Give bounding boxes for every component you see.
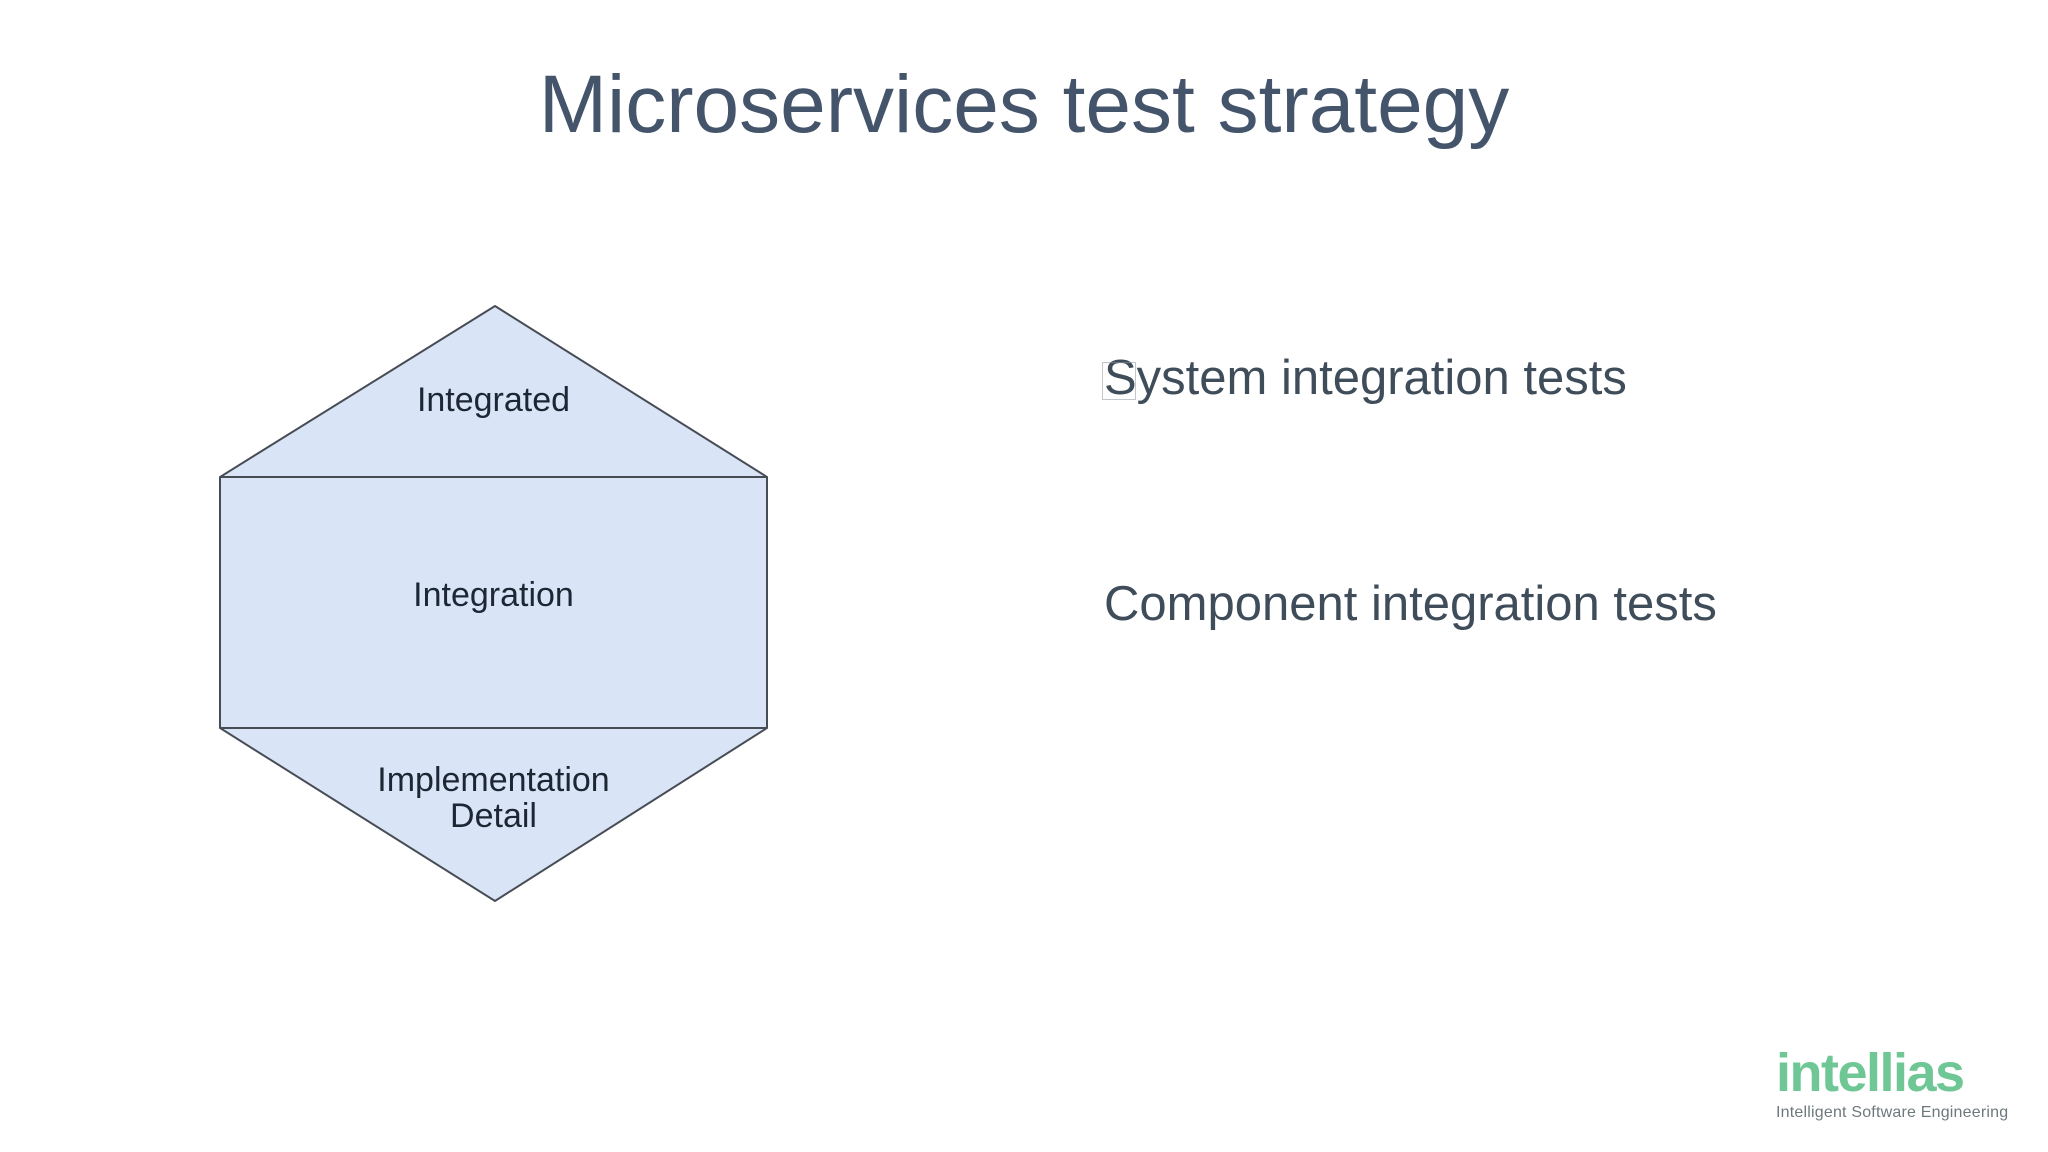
hexagon-section-label-integrated: Integrated bbox=[416, 381, 571, 419]
intellias-logo: intellias Intelligent Software Engineeri… bbox=[1776, 1046, 2026, 1122]
hexagon-section-label-implementation-detail: Implementation Detail bbox=[219, 761, 768, 835]
annotation-component-integration-tests: Component integration tests bbox=[1104, 577, 1717, 631]
intellias-tagline: Intelligent Software Engineering bbox=[1776, 1104, 2009, 1121]
intellias-wordmark: intellias bbox=[1776, 1043, 1965, 1103]
implementation-label-line2: Detail bbox=[450, 796, 537, 835]
hexagon-section-label-integration: Integration bbox=[413, 576, 574, 614]
test-strategy-hexagon bbox=[219, 305, 768, 902]
slide-title: Microservices test strategy bbox=[538, 59, 1510, 150]
implementation-label-line1: Implementation bbox=[377, 761, 610, 799]
annotation-system-integration-tests: System integration tests bbox=[1104, 351, 1627, 405]
